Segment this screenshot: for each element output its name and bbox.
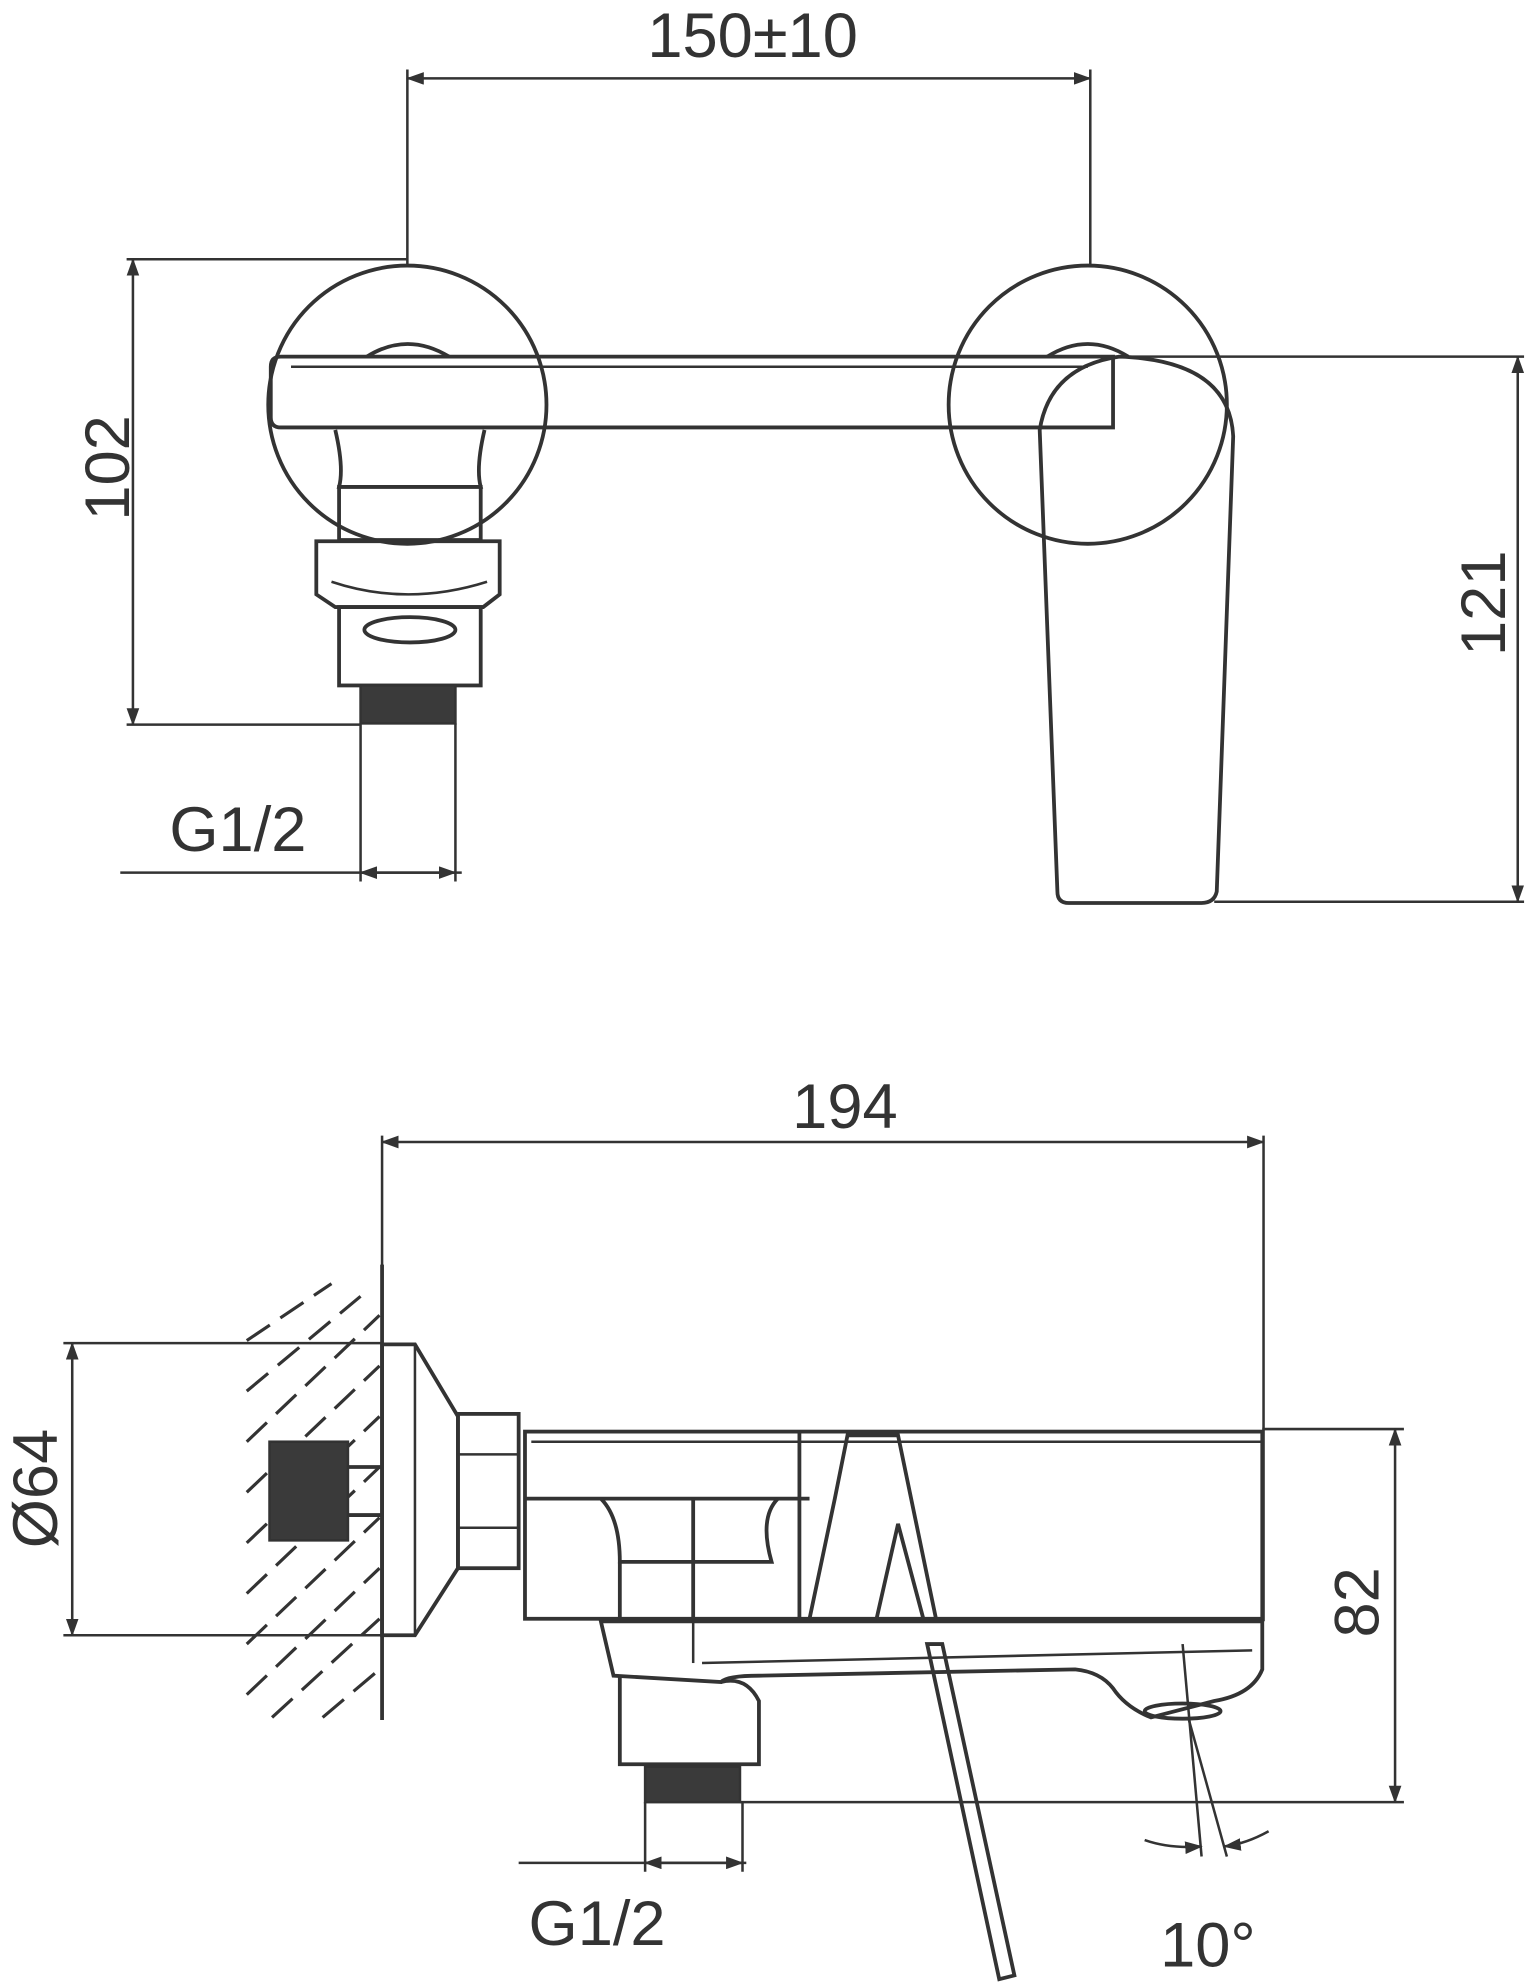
- dim-height: 82: [1323, 1567, 1393, 1637]
- left-escutcheon: [266, 263, 549, 546]
- wall-thread: [268, 1440, 350, 1542]
- dim-spout-angle: 10°: [1160, 1911, 1256, 1981]
- side-view: 194: [1, 1072, 1404, 1982]
- dim-total-height: 121: [1449, 551, 1519, 656]
- top-view: 150±10 102 121 G1/2: [73, 1, 1525, 905]
- body-bar: [268, 354, 1115, 430]
- body: [523, 1429, 1265, 1621]
- lever: [924, 1642, 1017, 1982]
- dim-thread-side: G1/2: [529, 1889, 666, 1959]
- dim-projection: 194: [792, 1072, 897, 1142]
- dim-height-to-inlet: 102: [73, 415, 143, 520]
- dim-thread-top: G1/2: [169, 795, 306, 865]
- spout: [598, 1619, 1265, 1720]
- inlet-thread: [359, 684, 457, 725]
- handle: [1037, 354, 1236, 905]
- right-escutcheon: [946, 263, 1229, 546]
- outlet-thread: [643, 1765, 742, 1804]
- dim-center-distance: 150±10: [647, 1, 858, 71]
- dim-escutcheon-diameter: Ø64: [1, 1429, 71, 1549]
